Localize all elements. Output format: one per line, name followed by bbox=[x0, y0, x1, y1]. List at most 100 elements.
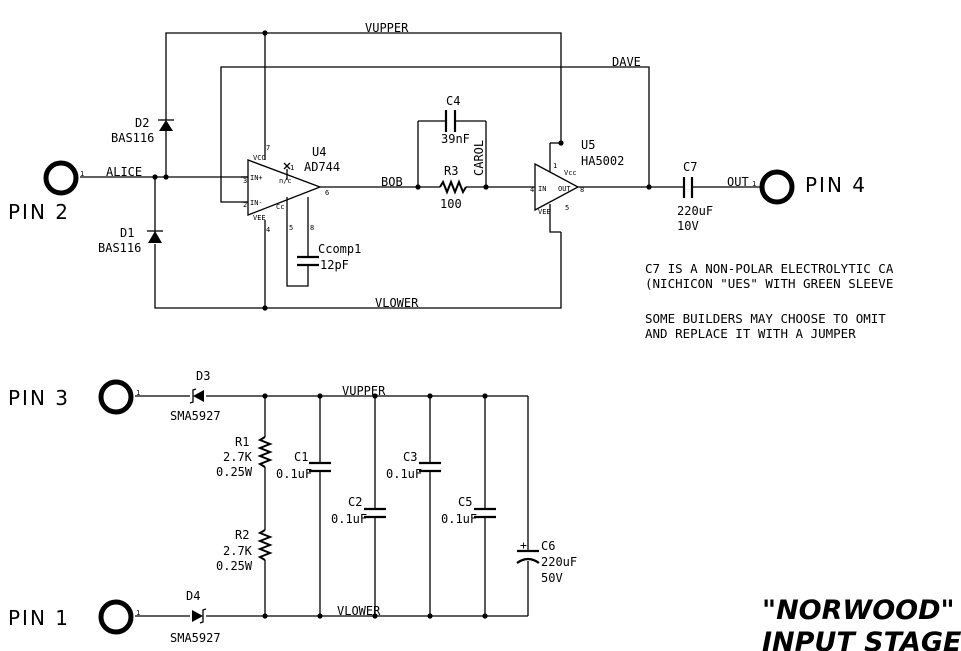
r1-power: 0.25W bbox=[216, 465, 253, 479]
c2-value: 0.1uF bbox=[331, 512, 367, 526]
c1-value: 0.1uF bbox=[276, 467, 312, 481]
u4-pin-3: 3 bbox=[243, 177, 247, 185]
pin4-label: PIN 4 bbox=[805, 173, 867, 197]
u5-buffer: Vcc IN OUT VEE 1 4 8 5 U5 HA5002 bbox=[530, 138, 624, 216]
c5-value: 0.1uF bbox=[441, 512, 477, 526]
note-line-2: (NICHICON "UES" WITH GREEN SLEEVE bbox=[645, 276, 893, 291]
r1-resistor: R1 2.7K 0.25W bbox=[216, 435, 273, 479]
u4-pin-8: 8 bbox=[310, 224, 314, 232]
note-line-4: AND REPLACE IT WITH A JUMPER bbox=[645, 326, 856, 341]
u5-pin-in: IN bbox=[538, 185, 546, 193]
c7-value: 220uF bbox=[677, 204, 713, 218]
net-label-vupper-bottom: VUPPER bbox=[342, 384, 386, 398]
r3-ref: R3 bbox=[444, 164, 458, 178]
net-label-dave: DAVE bbox=[612, 55, 641, 69]
u4-pin-inp: IN+ bbox=[250, 174, 263, 182]
c1-capacitor: C1 0.1uF bbox=[276, 450, 331, 481]
u5-pin-8: 8 bbox=[580, 186, 584, 194]
c6-polarity: + bbox=[520, 538, 527, 552]
c5-ref: C5 bbox=[458, 495, 472, 509]
net-label-bob: BOB bbox=[381, 175, 403, 189]
pin1-number: 1 bbox=[136, 609, 140, 617]
pin4-number: 1 bbox=[752, 180, 756, 188]
c7-voltage: 10V bbox=[677, 219, 699, 233]
d3-value: SMA5927 bbox=[170, 409, 221, 423]
c2-capacitor: C2 0.1uF bbox=[331, 495, 386, 526]
d1-diode: D1 BAS116 bbox=[98, 226, 163, 255]
top-junctions bbox=[152, 30, 652, 311]
u4-pin-6: 6 bbox=[325, 189, 329, 197]
r2-power: 0.25W bbox=[216, 559, 253, 573]
u4-pin-inm: IN- bbox=[250, 199, 263, 207]
d4-value: SMA5927 bbox=[170, 631, 221, 645]
note-line-3: SOME BUILDERS MAY CHOOSE TO OMIT bbox=[645, 311, 886, 326]
c6-ref: C6 bbox=[541, 539, 555, 553]
r2-ref: R2 bbox=[235, 528, 249, 542]
c4-capacitor: C4 39nF bbox=[441, 94, 470, 146]
net-label-out: OUT bbox=[727, 175, 749, 189]
u4-opamp: VCC IN+ IN- VEE n/c Cc 7 3 2 4 6 5 8 1 U… bbox=[241, 144, 340, 234]
u4-pin-5: 5 bbox=[289, 224, 293, 232]
title-line-2: INPUT STAGE bbox=[762, 627, 961, 651]
u4-value: AD744 bbox=[304, 160, 340, 174]
d1-ref: D1 bbox=[120, 226, 134, 240]
d4-zener: D4 SMA5927 bbox=[170, 589, 221, 645]
c4-value: 39nF bbox=[441, 132, 470, 146]
d3-ref: D3 bbox=[196, 369, 210, 383]
u5-pin-vcc: Vcc bbox=[564, 169, 577, 177]
title-block: "NORWOOD" INPUT STAGE bbox=[762, 595, 961, 651]
c6-value: 220uF bbox=[541, 555, 577, 569]
pin2-label: PIN 2 bbox=[8, 200, 70, 224]
net-label-carol: CAROL bbox=[472, 140, 486, 176]
c6-capacitor: + C6 220uF 50V bbox=[516, 538, 577, 585]
u5-pin-vee: VEE bbox=[538, 208, 551, 216]
pin3-connector: 1 PIN 3 bbox=[8, 379, 140, 415]
u5-pin-1: 1 bbox=[553, 162, 557, 170]
d2-diode: D2 BAS116 bbox=[111, 116, 174, 145]
c5-capacitor: C5 0.1uF bbox=[441, 495, 496, 526]
d4-ref: D4 bbox=[186, 589, 200, 603]
u4-pin-7: 7 bbox=[266, 144, 270, 152]
net-label-vlower-bottom: VLOWER bbox=[337, 604, 381, 618]
c7-ref: C7 bbox=[683, 160, 697, 174]
net-label-vlower: VLOWER bbox=[375, 296, 419, 310]
u4-pin-cc: Cc bbox=[276, 203, 284, 211]
c3-capacitor: C3 0.1uF bbox=[386, 450, 441, 481]
c2-ref: C2 bbox=[348, 495, 362, 509]
r3-value: 100 bbox=[440, 197, 462, 211]
c3-ref: C3 bbox=[403, 450, 417, 464]
d3-zener: D3 SMA5927 bbox=[170, 369, 221, 423]
d2-value: BAS116 bbox=[111, 131, 154, 145]
u5-pin-4: 4 bbox=[530, 186, 534, 194]
d1-value: BAS116 bbox=[98, 241, 141, 255]
bottom-wires bbox=[135, 395, 529, 617]
u4-pin-vee: VEE bbox=[253, 214, 266, 222]
c1-ref: C1 bbox=[294, 450, 308, 464]
u4-pin-nc: n/c bbox=[279, 177, 292, 185]
pin2-number: 1 bbox=[80, 170, 84, 178]
note-line-1: C7 IS A NON-POLAR ELECTROLYTIC CA bbox=[645, 261, 894, 276]
notes: C7 IS A NON-POLAR ELECTROLYTIC CA (NICHI… bbox=[645, 261, 894, 341]
r1-ref: R1 bbox=[235, 435, 249, 449]
d2-ref: D2 bbox=[135, 116, 149, 130]
c6-voltage: 50V bbox=[541, 571, 563, 585]
u4-pin-1: 1 bbox=[290, 164, 294, 172]
ccomp1-ref: Ccomp1 bbox=[318, 242, 361, 256]
r2-resistor: R2 2.7K 0.25W bbox=[216, 528, 273, 573]
pin2-connector: 1 PIN 2 bbox=[8, 160, 84, 224]
u5-pin-out: OUT bbox=[558, 185, 571, 193]
u4-ref: U4 bbox=[312, 145, 326, 159]
r1-value: 2.7K bbox=[223, 450, 253, 464]
u5-ref: U5 bbox=[581, 138, 595, 152]
u4-pin-2: 2 bbox=[243, 201, 247, 209]
r3-resistor: R3 100 bbox=[439, 164, 467, 211]
c4-ref: C4 bbox=[446, 94, 460, 108]
net-label-vupper: VUPPER bbox=[365, 21, 409, 35]
pin1-label: PIN 1 bbox=[8, 606, 70, 630]
u4-pin-vcc: VCC bbox=[253, 154, 266, 162]
net-label-alice: ALICE bbox=[106, 165, 142, 179]
title-line-1: "NORWOOD" bbox=[762, 595, 955, 626]
u5-pin-5: 5 bbox=[565, 204, 569, 212]
ccomp1-value: 12pF bbox=[320, 258, 349, 272]
